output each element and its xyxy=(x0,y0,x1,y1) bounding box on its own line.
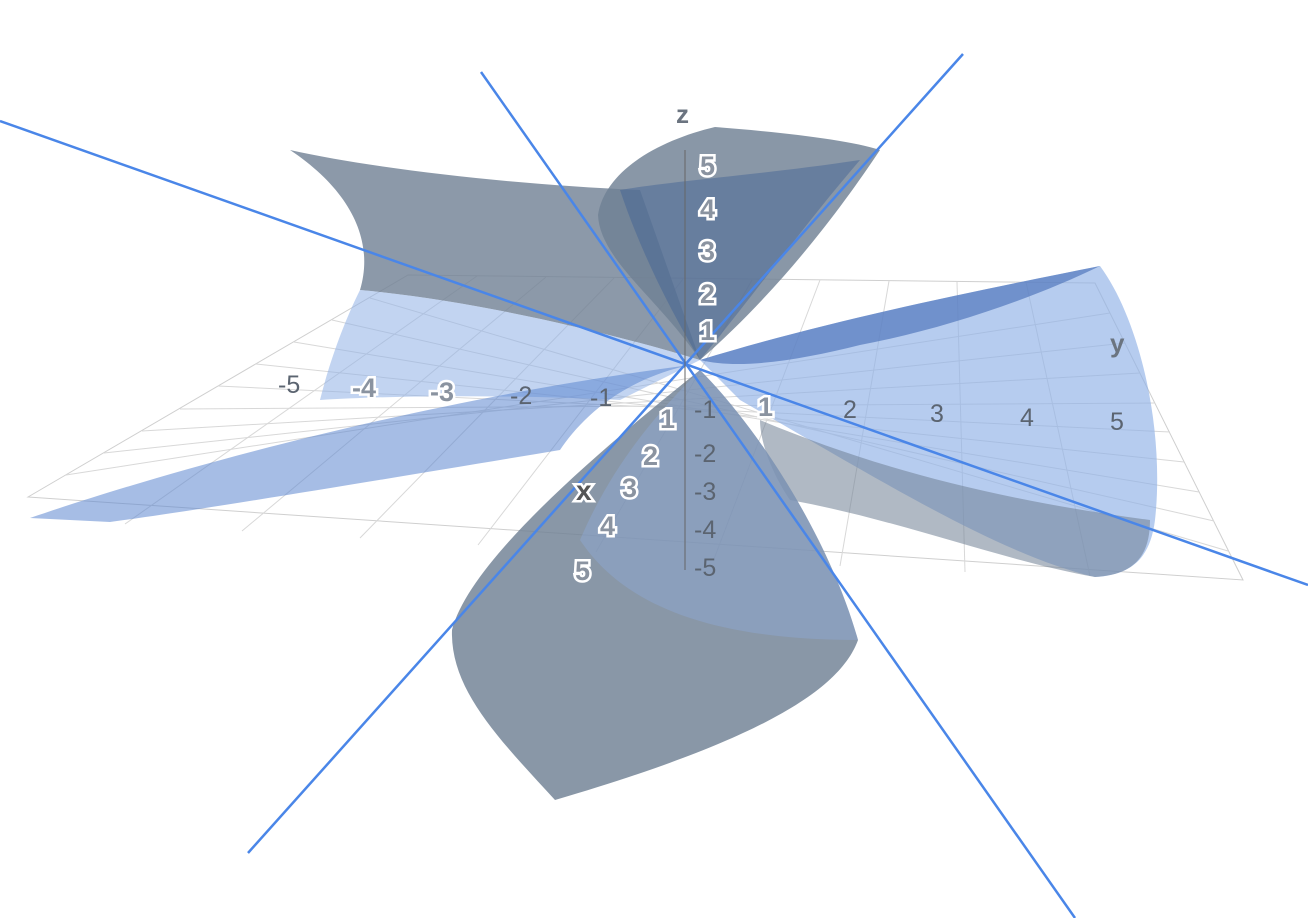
z-tick: -4 xyxy=(694,516,716,544)
y-axis-label: y xyxy=(1110,328,1125,358)
z-tick: 1 xyxy=(700,316,715,346)
surface-sheet-right-wing-top xyxy=(700,266,1100,365)
y-tick: 3 xyxy=(930,400,944,428)
z-tick: 2 xyxy=(700,279,715,309)
y-axis: -5 -4 -3 -2 -1 1 2 3 4 5 y xyxy=(278,328,1125,436)
surface-sheet-upper-left-lower xyxy=(320,290,700,400)
y-tick: 5 xyxy=(1110,408,1124,436)
y-tick: -3 xyxy=(430,377,454,407)
z-tick: -3 xyxy=(694,478,716,506)
z-tick: 5 xyxy=(700,151,715,181)
line-2[interactable] xyxy=(247,53,964,854)
z-tick: 3 xyxy=(700,236,715,266)
line-3[interactable] xyxy=(479,71,1077,918)
z-tick: 4 xyxy=(700,194,715,224)
x-tick: 5 xyxy=(575,556,590,586)
straight-lines[interactable] xyxy=(0,53,1308,918)
x-tick: 3 xyxy=(622,473,637,503)
hyperboloid-surface[interactable] xyxy=(30,127,1158,800)
y-tick: -5 xyxy=(278,371,300,399)
z-tick: -1 xyxy=(694,396,716,424)
y-tick: -4 xyxy=(352,373,376,403)
y-tick: -2 xyxy=(510,382,532,410)
surface-sheet-upper-left xyxy=(290,150,700,360)
z-axis: z 5 4 3 2 1 -1 -2 -3 -4 -5 xyxy=(676,99,718,582)
surface-sheet-right-lower xyxy=(760,420,1150,577)
x-tick: 2 xyxy=(643,441,658,471)
z-axis-label: z xyxy=(676,99,689,129)
surface-sheet-top-funnel xyxy=(598,127,880,360)
surface-sheet-bottom-funnel xyxy=(451,370,858,800)
surface-sheet-bottom-funnel-front xyxy=(580,370,858,640)
y-tick: -1 xyxy=(590,384,612,412)
y-tick: 4 xyxy=(1020,404,1034,432)
surface-sheet-left-wing xyxy=(30,365,690,522)
x-axis-label: x xyxy=(576,475,592,506)
x-tick: 1 xyxy=(660,404,675,434)
x-tick: 4 xyxy=(600,511,615,541)
y-tick: 2 xyxy=(843,396,857,424)
line-1[interactable] xyxy=(0,119,1308,587)
z-tick: -2 xyxy=(694,440,716,468)
y-tick: 1 xyxy=(758,392,773,422)
x-axis: 1 2 3 4 5 x xyxy=(573,402,678,589)
z-tick: -5 xyxy=(694,554,716,582)
surface-sheet-top-funnel-inner xyxy=(620,160,860,360)
